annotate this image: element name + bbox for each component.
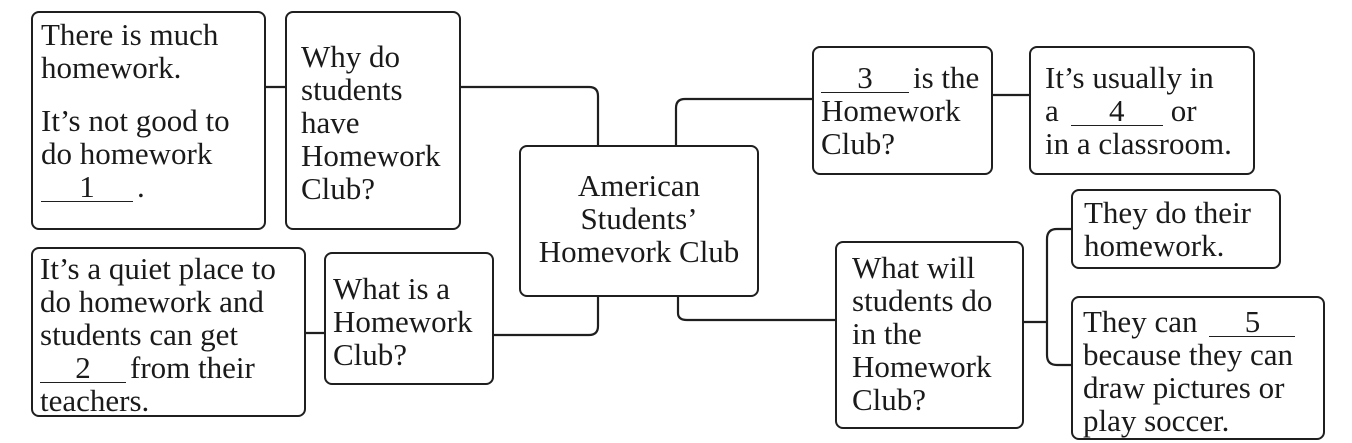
- where-answer-line: in a classroom.: [1045, 126, 1232, 161]
- what-question-line: Club?: [333, 337, 408, 372]
- why-answer-line: It’s not good to: [41, 103, 230, 138]
- connector-center-to-do: [676, 295, 837, 322]
- center-topic-line: American: [577, 168, 701, 203]
- do-question-box: What will students do in the Homework Cl…: [835, 241, 1024, 429]
- do-answer2-box: They can 5 because they can draw pictures…: [1071, 296, 1325, 440]
- what-answer-line: It’s a quiet place to: [40, 251, 276, 286]
- connector-why-to-center: [459, 85, 600, 147]
- why-question-line: Homework: [301, 138, 441, 173]
- where-question-line: Homework: [821, 93, 961, 128]
- why-answer-period: .: [137, 169, 145, 204]
- where-question-after: is the: [913, 60, 980, 95]
- why-answer-line: There is much: [41, 17, 219, 52]
- center-topic-line: Homevork Club: [538, 234, 740, 269]
- do-question-line: Club?: [852, 382, 927, 417]
- what-answer-line: students can get: [40, 317, 239, 352]
- why-answer-blank-line: 1.: [41, 170, 264, 203]
- connector-what-to-center: [492, 295, 600, 337]
- why-question-line: have: [301, 105, 360, 140]
- where-answer-post: or: [1170, 93, 1197, 128]
- what-answer-line: do homework and: [40, 284, 264, 319]
- blank-3[interactable]: 3: [821, 62, 909, 93]
- what-question-line: Homework: [333, 304, 473, 339]
- where-question-line: Club?: [821, 126, 896, 161]
- do-answer1-line: homework.: [1084, 228, 1225, 263]
- why-question-line: Why do: [301, 39, 401, 74]
- center-topic-line: Students’: [580, 201, 698, 236]
- do-answer2-line: draw pictures or: [1083, 370, 1285, 405]
- what-answer-line: teachers.: [40, 383, 150, 418]
- do-answer1-line: They do their: [1084, 195, 1252, 230]
- what-answer-box: It’s a quiet place to do homework and st…: [31, 247, 306, 417]
- do-question-line: students do: [852, 283, 993, 318]
- where-answer-pre: a: [1045, 93, 1059, 128]
- why-answer-line: do homework: [41, 136, 213, 171]
- do-answer1-box: They do their homework.: [1071, 189, 1281, 269]
- why-question-line: Club?: [301, 171, 376, 206]
- where-answer-line: It’s usually in: [1045, 60, 1214, 95]
- blank-2[interactable]: 2: [40, 352, 126, 383]
- center-topic-box: American Students’ Homevork Club: [519, 145, 759, 297]
- blank-4[interactable]: 4: [1070, 95, 1163, 126]
- do-answer2-line: play soccer.: [1083, 403, 1230, 438]
- connector-do-to-answer1: [1045, 227, 1073, 367]
- do-answer2-line: because they can: [1083, 337, 1293, 372]
- connector-center-to-where: [674, 97, 814, 147]
- why-answer-line: homework.: [41, 50, 182, 85]
- do-answer2-pre: They can: [1083, 304, 1198, 339]
- why-question-box: Why do students have Homework Club?: [285, 11, 461, 230]
- do-answer2-blank-line: They can 5: [1083, 305, 1323, 338]
- why-answer-box: There is much homework. It’s not good to…: [31, 11, 266, 230]
- blank-5[interactable]: 5: [1209, 306, 1296, 337]
- what-question-line: What is a: [333, 271, 451, 306]
- do-question-line: What will: [852, 250, 976, 285]
- do-question-line: Homework: [852, 349, 992, 384]
- what-question-box: What is a Homework Club?: [324, 252, 494, 385]
- why-question-line: students: [301, 72, 403, 107]
- blank-1[interactable]: 1: [41, 171, 133, 202]
- what-answer-after: from their: [130, 350, 255, 385]
- do-question-line: in the: [852, 316, 922, 351]
